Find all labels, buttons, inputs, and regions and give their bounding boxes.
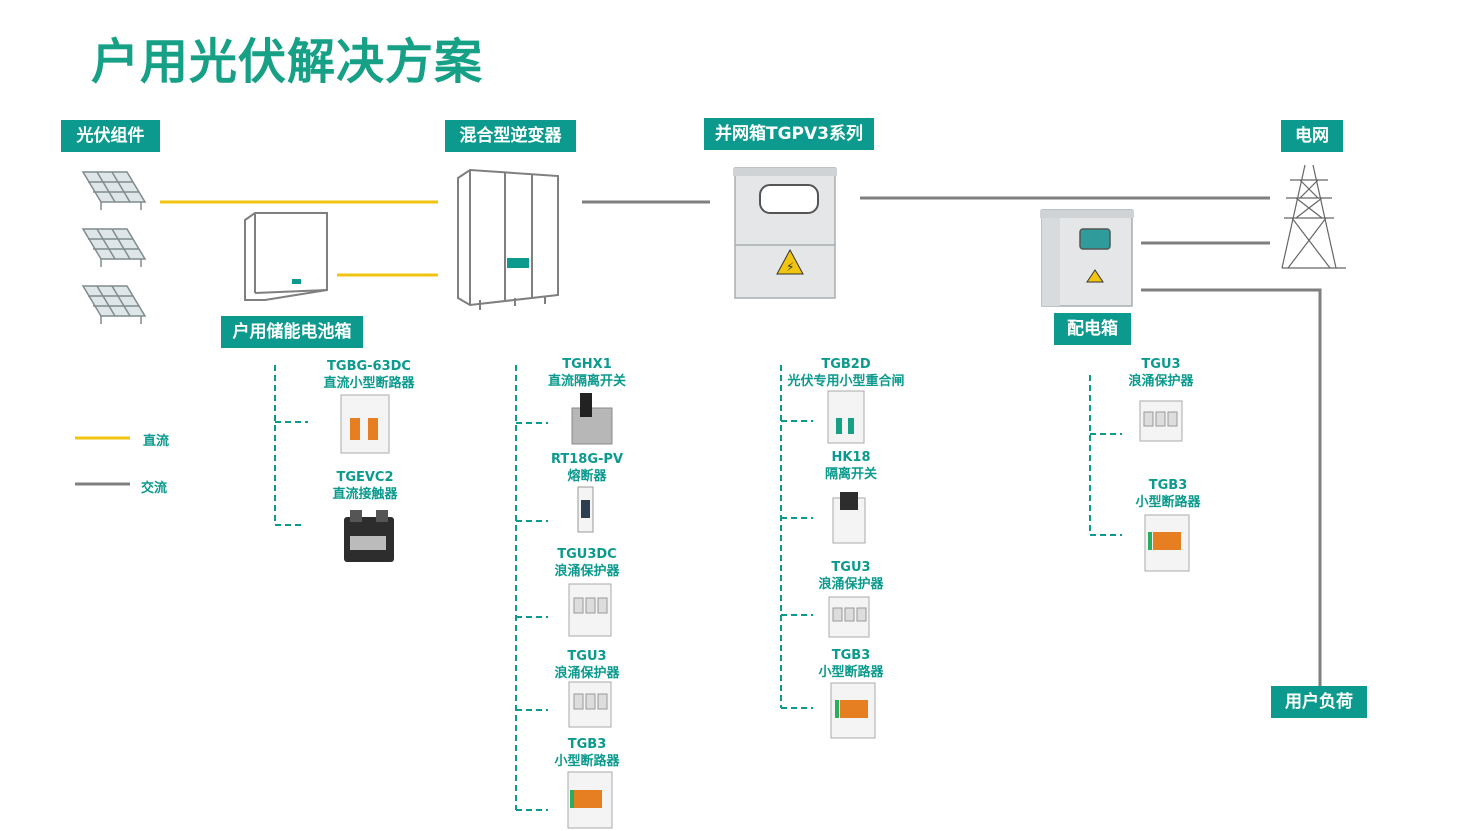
node-gridbox-label: 并网箱TGPV3系列 [704, 118, 874, 150]
product-desc: 直流隔离开关 [547, 374, 626, 389]
product-model: TGU3 [567, 649, 607, 664]
product-label: TGHX1 直流隔离开关 [527, 356, 647, 390]
mcb-icon [567, 771, 613, 829]
product-label: HK18 隔离开关 [791, 449, 911, 483]
distribution-box-icon [1040, 209, 1134, 307]
solar-panel-icon [81, 171, 147, 324]
surge-protector-icon [1139, 400, 1183, 442]
legend-dc-label: 直流 [143, 434, 170, 449]
product-desc: 浪涌保护器 [818, 577, 884, 592]
power-tower-icon [1281, 164, 1346, 269]
product-model: TGHX1 [562, 357, 612, 372]
recloser-icon [827, 390, 865, 444]
ac-line-distribution-load [1141, 288, 1322, 686]
surge-protector-icon [568, 583, 612, 637]
node-distribution-label: 配电箱 [1054, 313, 1131, 345]
product-model: HK18 [831, 450, 871, 465]
product-label: TGU3DC 浪涌保护器 [527, 546, 647, 580]
product-model: TGB3 [567, 737, 607, 752]
product-desc: 光伏专用小型重合闸 [787, 374, 905, 389]
product-model: TGEVC2 [336, 470, 394, 485]
product-model: TGB3 [1148, 478, 1188, 493]
surge-protector-icon [568, 681, 612, 728]
product-label: TGB3 小型断路器 [527, 736, 647, 770]
mcb-icon [1144, 514, 1190, 572]
product-desc: 浪涌保护器 [554, 564, 620, 579]
product-label: TGB2D 光伏专用小型重合闸 [776, 356, 916, 390]
product-model: TGB3 [831, 648, 871, 663]
isolator-switch-icon [571, 393, 613, 445]
surge-protector-icon [828, 596, 870, 638]
product-model: TGU3 [1141, 357, 1181, 372]
product-desc: 浪涌保护器 [554, 666, 620, 681]
grid-box-icon: ⚡ [733, 167, 837, 299]
product-model: RT18G-PV [550, 452, 624, 467]
inverter-icon [457, 168, 559, 310]
product-label: TGB3 小型断路器 [1108, 477, 1228, 511]
product-desc: 熔断器 [567, 469, 607, 484]
mcb-icon [830, 682, 876, 739]
product-label: TGU3 浪涌保护器 [791, 559, 911, 593]
product-model: TGB2D [821, 357, 871, 372]
fuse-icon [577, 486, 594, 533]
product-label: TGBG-63DC 直流小型断路器 [309, 358, 429, 392]
product-model: TGU3 [831, 560, 871, 575]
product-desc: 小型断路器 [554, 754, 620, 769]
product-desc: 直流接触器 [332, 487, 398, 502]
node-battery-label: 户用储能电池箱 [221, 316, 363, 348]
node-pv-label: 光伏组件 [61, 120, 160, 152]
node-load-label: 用户负荷 [1271, 686, 1367, 718]
dc-breaker-icon [340, 394, 390, 454]
svg-text:⚡: ⚡ [786, 260, 794, 274]
product-label: TGU3 浪涌保护器 [1101, 356, 1221, 390]
legend-ac-label: 交流 [141, 481, 168, 496]
page-title: 户用光伏解决方案 [91, 34, 484, 90]
product-label: RT18G-PV 熔断器 [527, 451, 647, 485]
node-inverter-label: 混合型逆变器 [445, 120, 576, 152]
node-grid-label: 电网 [1281, 120, 1343, 152]
product-desc: 浪涌保护器 [1128, 374, 1194, 389]
isolator-switch-icon [832, 492, 866, 544]
product-desc: 隔离开关 [824, 467, 877, 482]
product-model: TGBG-63DC [327, 359, 411, 374]
product-desc: 直流小型断路器 [323, 376, 415, 391]
contactor-icon [344, 510, 394, 562]
product-desc: 小型断路器 [1135, 495, 1201, 510]
product-desc: 小型断路器 [818, 665, 884, 680]
product-model: TGU3DC [557, 547, 617, 562]
product-label: TGEVC2 直流接触器 [305, 469, 425, 503]
product-label: TGU3 浪涌保护器 [527, 648, 647, 682]
battery-box-icon [244, 212, 328, 301]
product-label: TGB3 小型断路器 [791, 647, 911, 681]
